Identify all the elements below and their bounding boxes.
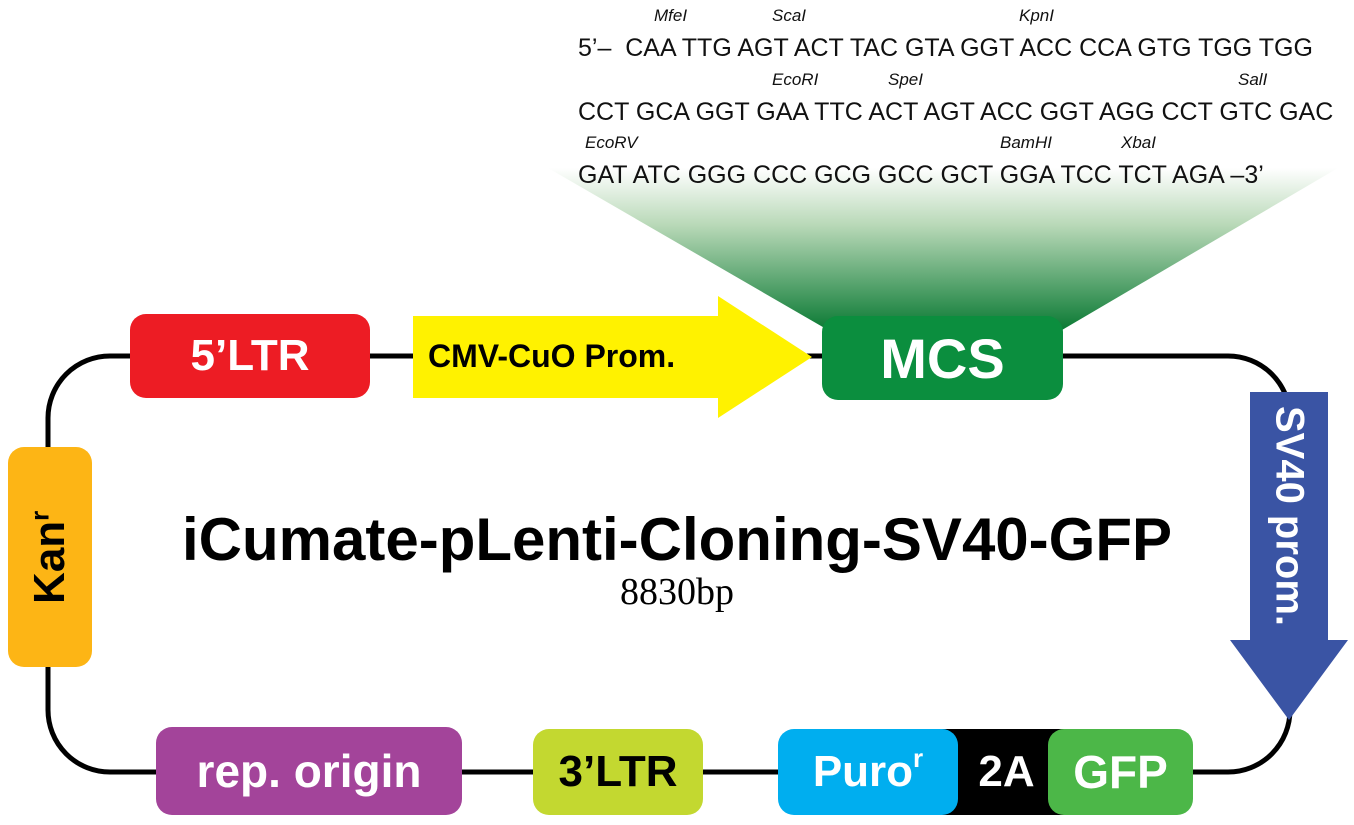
feature-kan: Kanr [8, 447, 92, 667]
enzyme-scai: ScaI [772, 6, 807, 25]
feature-cmv-label: CMV-CuO Prom. [428, 338, 676, 374]
mcs-zoom-wedge [548, 168, 1338, 330]
2a-label: 2A [978, 747, 1035, 796]
feature-rep-origin: rep. origin [156, 727, 462, 815]
sequence-line-3: GAT ATC GGG CCC GCG GCC GCT GGA TCC TCT … [578, 161, 1264, 189]
enzyme-mfei: MfeI [654, 6, 688, 25]
cmv-arrow [413, 296, 812, 418]
enzyme-ecorv: EcoRV [585, 133, 638, 152]
enzyme-spei: SpeI [888, 70, 923, 89]
puro-label: Puro [812, 747, 914, 796]
feature-2a: 2A [940, 729, 1065, 815]
plasmid-size: 8830bp [620, 571, 734, 613]
sv40-arrow [1230, 392, 1348, 720]
feature-mcs: MCS [822, 316, 1063, 400]
feature-gfp: GFP [1048, 729, 1193, 815]
enzyme-bamhi: BamHI [1000, 133, 1052, 152]
enzyme-sali: SalI [1238, 70, 1268, 89]
feature-5-ltr: 5’LTR [130, 314, 370, 398]
sequence-line-2: CCT GCA GGT GAA TTC ACT AGT ACC GGT AGG … [578, 98, 1334, 126]
puro-sup: r [913, 743, 924, 773]
enzyme-kpni: KpnI [1019, 6, 1054, 25]
enzyme-xbai: XbaI [1121, 133, 1156, 152]
feature-3-ltr: 3’LTR [533, 729, 703, 815]
sequence-line-1: 5’– CAA TTG AGT ACT TAC GTA GGT ACC CCA … [578, 34, 1313, 62]
enzyme-ecori: EcoRI [772, 70, 819, 89]
plasmid-title: iCumate-pLenti-Cloning-SV40-GFP [182, 506, 1172, 573]
